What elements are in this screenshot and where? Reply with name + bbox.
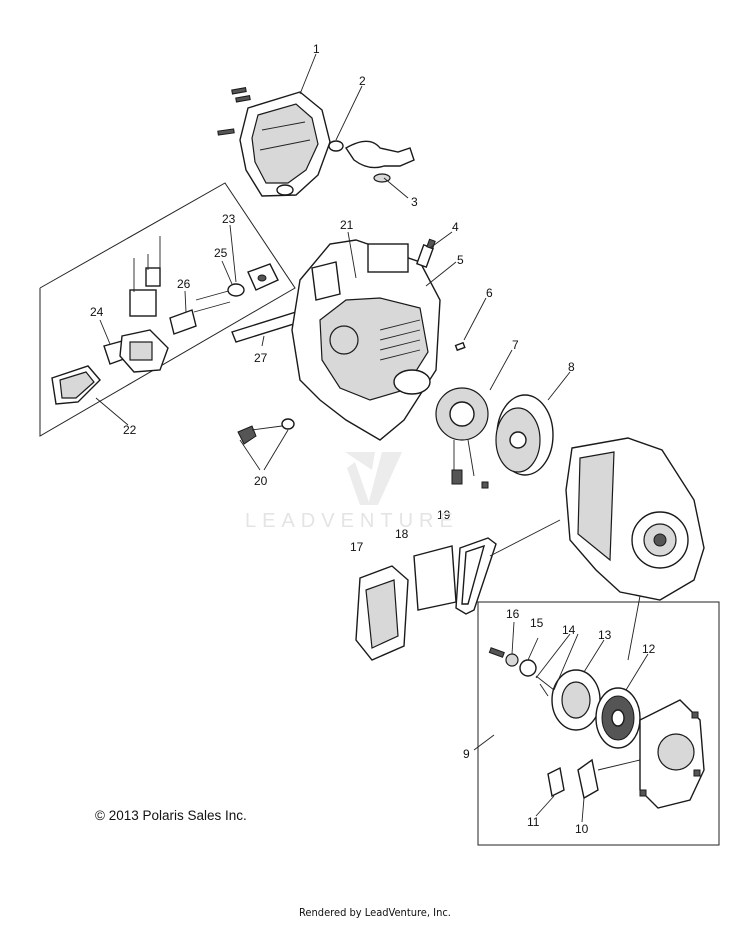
label-3: 3: [411, 195, 418, 209]
part-20-dipstick: [237, 418, 295, 445]
leader-lines: [95, 53, 649, 823]
watermark-text: LEADVENTURE: [245, 510, 459, 532]
watermark-logo: [345, 452, 402, 505]
part-1-muffler-shield: [239, 91, 331, 197]
footer-text: Rendered by LeadVenture, Inc.: [299, 906, 451, 919]
part-19-filter-seal: [455, 537, 497, 615]
label-26: 26: [177, 277, 191, 291]
part-10-handle: [577, 758, 641, 800]
label-15: 15: [530, 616, 544, 630]
label-12: 12: [642, 642, 656, 656]
part-18-filter-element: [413, 545, 457, 611]
label-1: 1: [313, 42, 320, 56]
label-23: 23: [222, 212, 236, 226]
label-2: 2: [359, 74, 366, 88]
recoil-cover: [639, 699, 705, 809]
label-27: 27: [254, 351, 268, 365]
label-16: 16: [506, 607, 520, 621]
part-3-exhaust-pipe: [345, 140, 415, 183]
intake-group-box: [39, 182, 296, 437]
label-22: 22: [123, 423, 137, 437]
copyright-text: © 2013 Polaris Sales Inc.: [95, 808, 247, 823]
label-24: 24: [90, 305, 104, 319]
part-22-airbox-cover: [51, 365, 101, 405]
label-6: 6: [486, 286, 493, 300]
part-12-recoil-spring: [595, 687, 641, 749]
label-9: 9: [463, 747, 470, 761]
muffler-bolts: [217, 87, 251, 136]
part-17-filter-housing: [355, 565, 409, 661]
part-2-exhaust-gasket: [328, 140, 344, 152]
label-4: 4: [452, 220, 459, 234]
label-10: 10: [575, 822, 589, 836]
fan-housing: [565, 437, 705, 601]
label-13: 13: [598, 628, 612, 642]
label-25: 25: [214, 246, 228, 260]
part-4-spark-plug: [415, 238, 436, 269]
label-11: 11: [527, 815, 540, 829]
part-8-flywheel: [495, 394, 554, 476]
part-16-bolt: [488, 647, 519, 667]
label-21: 21: [340, 218, 354, 232]
part-25-oring: [227, 283, 245, 297]
part-7-stator: [435, 387, 489, 489]
part-15-pawl: [519, 659, 537, 677]
carburetor: [119, 236, 169, 373]
part-6-woodruff-key: [454, 341, 466, 352]
label-20: 20: [254, 474, 268, 488]
label-7: 7: [512, 338, 519, 352]
callout-labels: 1 2 3 4 5 6 7 8 9 10 11 12 13 14 15 16 1…: [90, 42, 656, 836]
part-14-springs: [535, 675, 555, 697]
engine-block: [291, 239, 441, 441]
label-14: 14: [562, 623, 576, 637]
label-17: 17: [350, 540, 364, 554]
part-27-breather-tube: [231, 311, 301, 343]
label-5: 5: [457, 253, 464, 267]
part-11-handle-insert: [547, 766, 565, 798]
recoil-group-box: [477, 601, 720, 846]
part-13-pulley: [551, 669, 601, 731]
label-19: 19: [437, 508, 451, 522]
part-26-insulator: [169, 289, 233, 335]
label-18: 18: [395, 527, 409, 541]
part-23-gasket: [247, 263, 279, 291]
label-8: 8: [568, 360, 575, 374]
